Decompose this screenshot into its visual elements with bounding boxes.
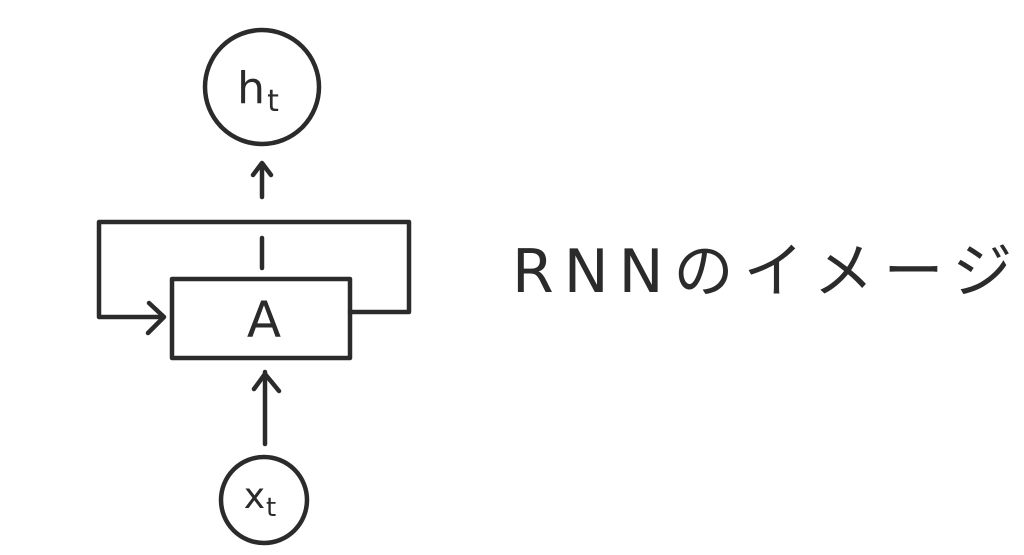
- cell-label: A: [247, 291, 281, 349]
- recurrent-loop: [96, 219, 412, 320]
- input-arrow-head: [251, 371, 282, 394]
- diagram-caption: RNNのイメージ: [512, 237, 1022, 307]
- output-arrow-head: [250, 160, 274, 178]
- cell-box: [169, 276, 353, 361]
- input-node-label: xt: [244, 476, 277, 523]
- recurrent-loop-arrow-head: [145, 300, 167, 336]
- output-node-label: ht: [237, 63, 279, 119]
- input-node-circle: [218, 454, 310, 546]
- output-node-circle: [202, 27, 322, 147]
